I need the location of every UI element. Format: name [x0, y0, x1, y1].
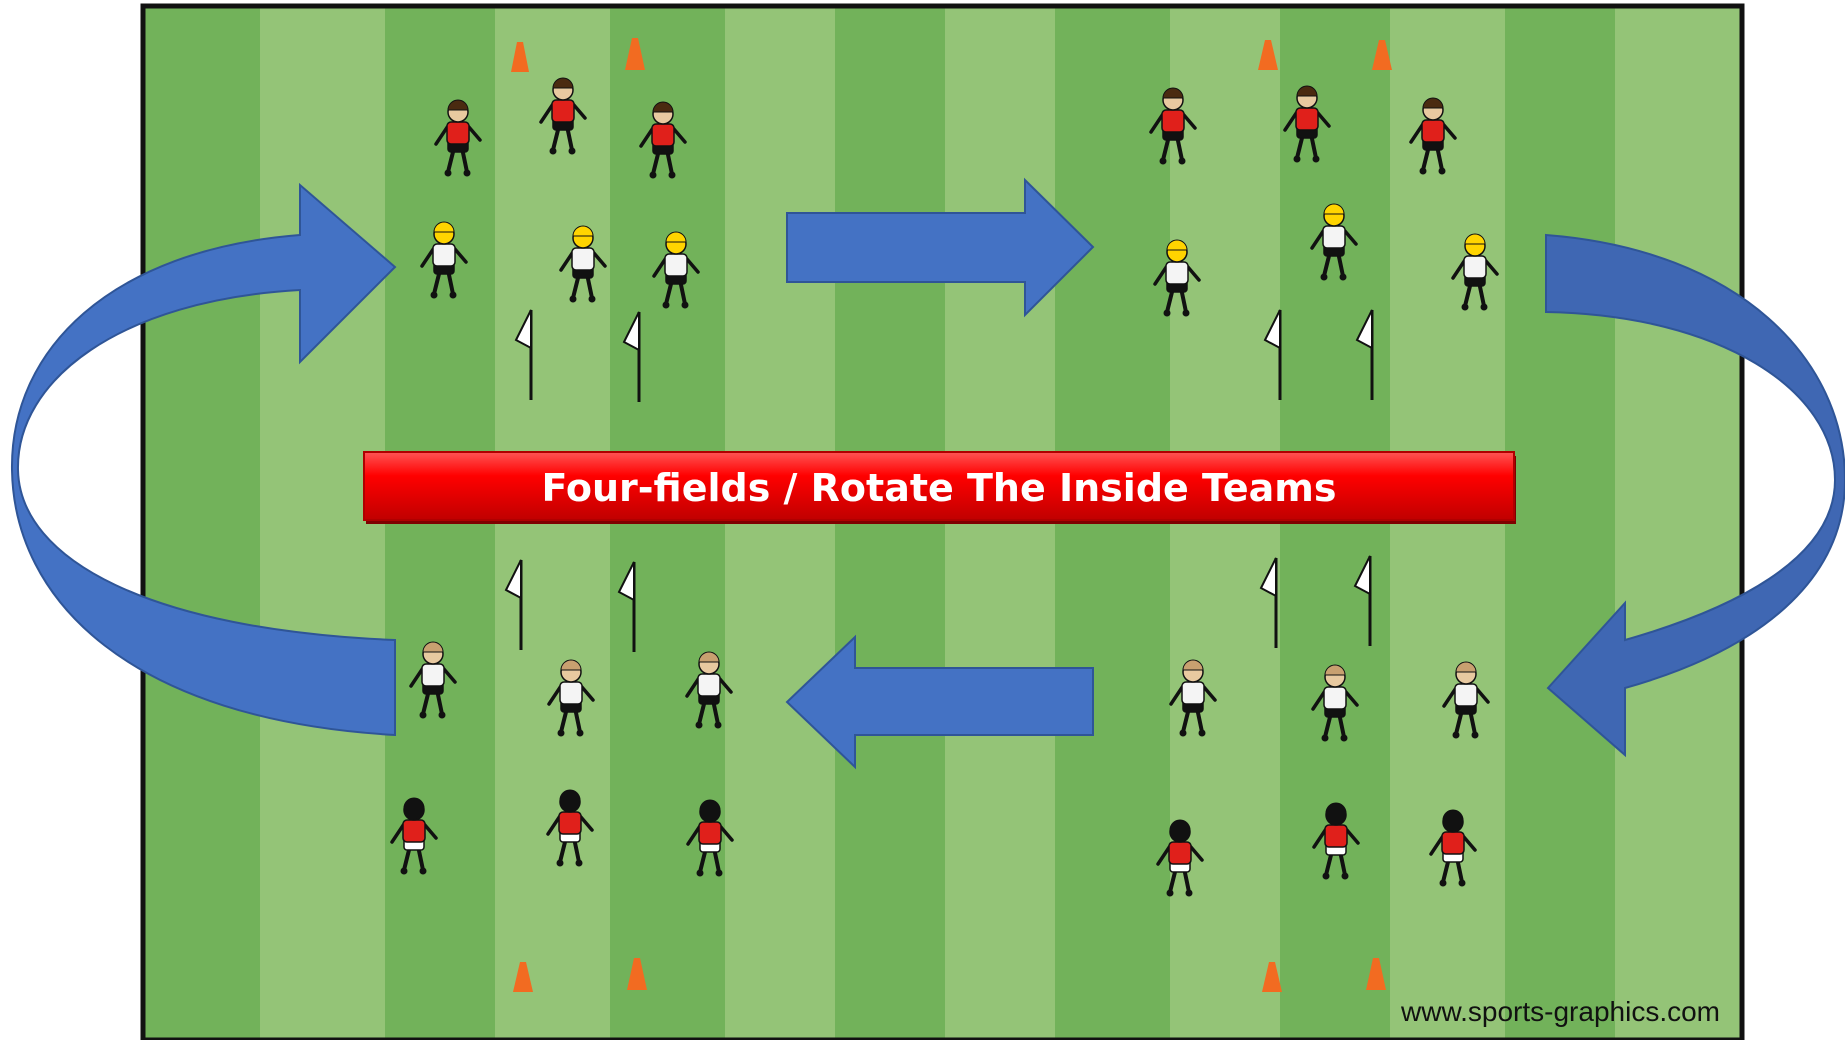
rotation-arrow-icon — [1545, 233, 1845, 758]
player-icon — [652, 231, 700, 309]
player-icon — [686, 799, 734, 877]
flag-icon — [514, 309, 533, 400]
rotation-arrow-icon — [785, 634, 1094, 770]
player-icon — [1156, 819, 1204, 897]
flags — [504, 309, 1374, 652]
flag-icon — [504, 559, 523, 650]
player-icon — [1451, 233, 1499, 311]
player-icon — [434, 99, 482, 177]
pitch-stripe — [1505, 8, 1615, 1038]
cone-icon — [1258, 40, 1278, 70]
player-icon — [1149, 87, 1197, 165]
cone-icon — [627, 958, 647, 990]
player-icon — [1153, 239, 1201, 317]
rotation-arrows — [10, 177, 1845, 770]
flag-icon — [1259, 557, 1278, 648]
rotation-arrow-icon — [10, 182, 397, 737]
player-icon — [390, 797, 438, 875]
player-icon — [685, 651, 733, 729]
player-icon — [1429, 809, 1477, 887]
player-icon — [1283, 85, 1331, 163]
pitch-stripe — [145, 8, 260, 1038]
cone-icon — [513, 962, 533, 992]
flag-icon — [1353, 555, 1372, 646]
pitch-border — [140, 3, 1745, 1040]
credit-text: www.sports-graphics.com — [1401, 996, 1720, 1027]
flag-icon — [617, 561, 636, 652]
players — [390, 77, 1499, 897]
cone-icon — [1372, 40, 1392, 70]
player-icon — [409, 641, 457, 719]
player-icon — [546, 789, 594, 867]
player-icon — [420, 221, 468, 299]
player-icon — [1169, 659, 1217, 737]
cone-icon — [625, 38, 645, 70]
flag-icon — [1355, 309, 1374, 400]
cone-icon — [1262, 962, 1282, 992]
player-icon — [1310, 203, 1358, 281]
player-icon — [639, 101, 687, 179]
player-icon — [539, 77, 587, 155]
flag-icon — [622, 311, 641, 402]
player-icon — [559, 225, 607, 303]
player-icon — [1312, 802, 1360, 880]
cone-icon — [511, 42, 529, 72]
cones — [511, 38, 1392, 992]
player-icon — [1442, 661, 1490, 739]
title-banner — [363, 451, 1516, 524]
player-icon — [1409, 97, 1457, 175]
player-icon — [1311, 664, 1359, 742]
cone-icon — [1366, 958, 1386, 990]
rotation-arrow-icon — [786, 177, 1095, 318]
player-icon — [547, 659, 595, 737]
flag-icon — [1263, 309, 1282, 400]
